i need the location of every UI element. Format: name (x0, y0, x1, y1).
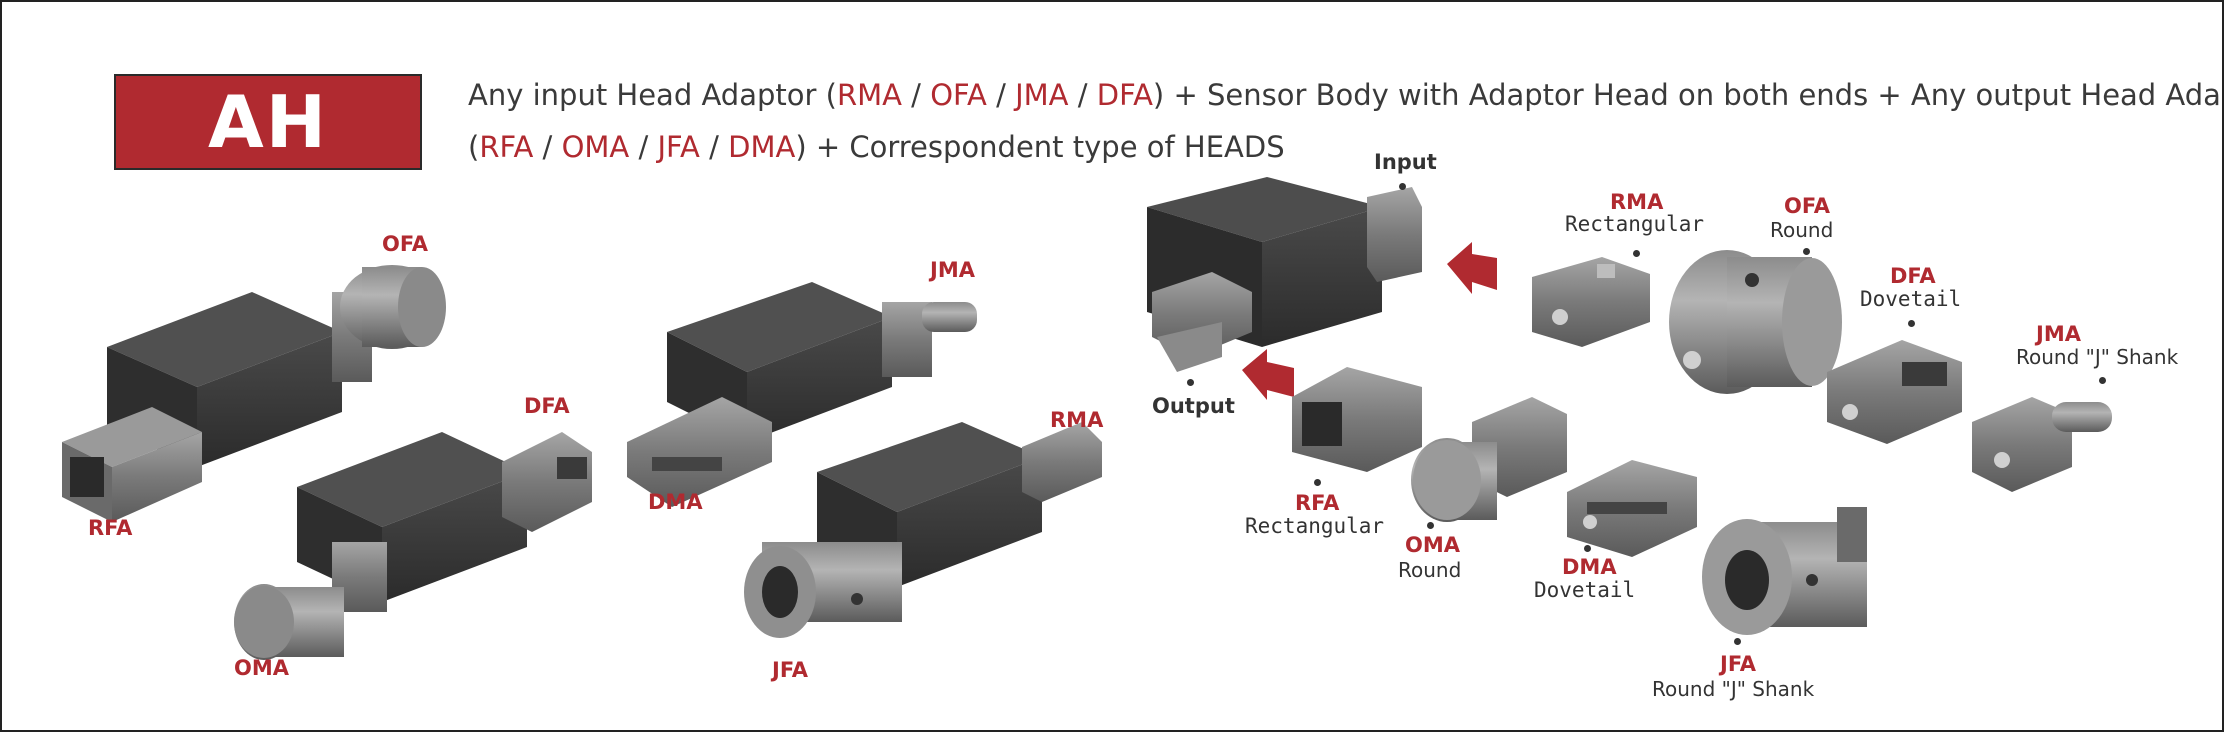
part-jma (1972, 397, 2112, 492)
label-jfa: JFA (772, 658, 809, 682)
leader-dot (2099, 377, 2106, 384)
code-rfa: RFA (479, 130, 534, 164)
code-jma: JMA (1015, 78, 1069, 112)
sep: / (986, 78, 1016, 112)
code-rma: RMA (836, 78, 902, 112)
description-line-1: Any input Head Adaptor (RMA / OFA / JMA … (468, 78, 2224, 112)
arrow-input-icon (1447, 242, 1497, 294)
code-dfa: DFA (1096, 78, 1153, 112)
part-dfa (1827, 340, 1962, 444)
label-dfa: DFA (524, 394, 570, 418)
leader-dot (1314, 479, 1321, 486)
central-sensor-body (1147, 177, 1422, 372)
desc-text: ) + Correspondent type of HEADS (795, 130, 1285, 164)
leader-dot (1399, 183, 1406, 190)
assembly-rma-jfa (744, 422, 1102, 638)
label-rma: RMA (1050, 408, 1104, 432)
label-rfa: RFA (88, 516, 133, 540)
part-dfa-type: Dovetail (1860, 287, 1962, 311)
desc-text: ) + Sensor Body with Adaptor Head on bot… (1152, 78, 2224, 112)
leader-dot (1908, 320, 1915, 327)
description-line-2: (RFA / OMA / JFA / DMA) + Correspondent … (468, 130, 1285, 164)
part-ofa-type: Round (1770, 218, 1834, 242)
code-ofa: OFA (930, 78, 987, 112)
part-rfa (1292, 367, 1422, 472)
part-oma-type: Round (1398, 558, 1462, 582)
assembly-dfa-oma (234, 432, 592, 660)
sep: / (1068, 78, 1097, 112)
sep: / (629, 130, 658, 164)
desc-text: Any input Head Adaptor ( (468, 78, 837, 112)
assembly-ofa-rfa (62, 265, 446, 522)
sep: / (901, 78, 931, 112)
code-jfa: JFA (657, 130, 700, 164)
leader-dot (1187, 379, 1194, 386)
label-output: Output (1152, 394, 1235, 418)
leader-dot (1734, 638, 1741, 645)
desc-text: ( (468, 130, 480, 164)
part-rma-type: Rectangular (1565, 212, 1705, 236)
label-oma: OMA (234, 656, 290, 680)
part-jma-type: Round "J" Shank (2016, 345, 2179, 369)
label-ofa: OFA (382, 232, 429, 256)
arrow-output-icon (1242, 349, 1294, 400)
part-oma (1411, 397, 1567, 522)
part-jfa-code: JFA (1720, 652, 1757, 676)
part-dma-code: DMA (1562, 555, 1617, 579)
leader-dot (1427, 522, 1434, 529)
part-dma (1567, 460, 1697, 557)
part-jfa (1702, 507, 1867, 635)
part-rfa-code: RFA (1295, 491, 1340, 515)
sep: / (533, 130, 562, 164)
part-rma (1532, 257, 1650, 347)
leader-dot (1584, 545, 1591, 552)
part-dfa-code: DFA (1890, 264, 1936, 288)
code-dma: DMA (728, 130, 796, 164)
part-ofa (1669, 250, 1842, 394)
part-jma-code: JMA (2036, 322, 2081, 346)
badge-label: AH (208, 80, 328, 164)
label-input: Input (1374, 150, 1437, 174)
code-oma: OMA (561, 130, 630, 164)
label-jma: JMA (930, 258, 975, 282)
part-oma-code: OMA (1405, 533, 1461, 557)
ah-badge: AH (114, 74, 422, 170)
leader-dot (1803, 248, 1810, 255)
part-dma-type: Dovetail (1534, 578, 1636, 602)
label-dma: DMA (648, 490, 703, 514)
part-ofa-code: OFA (1784, 194, 1831, 218)
assembly-jma-dma (627, 282, 977, 507)
part-jfa-type: Round "J" Shank (1652, 677, 1815, 701)
leader-dot (1633, 250, 1640, 257)
part-rfa-type: Rectangular (1245, 514, 1385, 538)
sep: / (699, 130, 729, 164)
part-rma-code: RMA (1610, 190, 1664, 214)
